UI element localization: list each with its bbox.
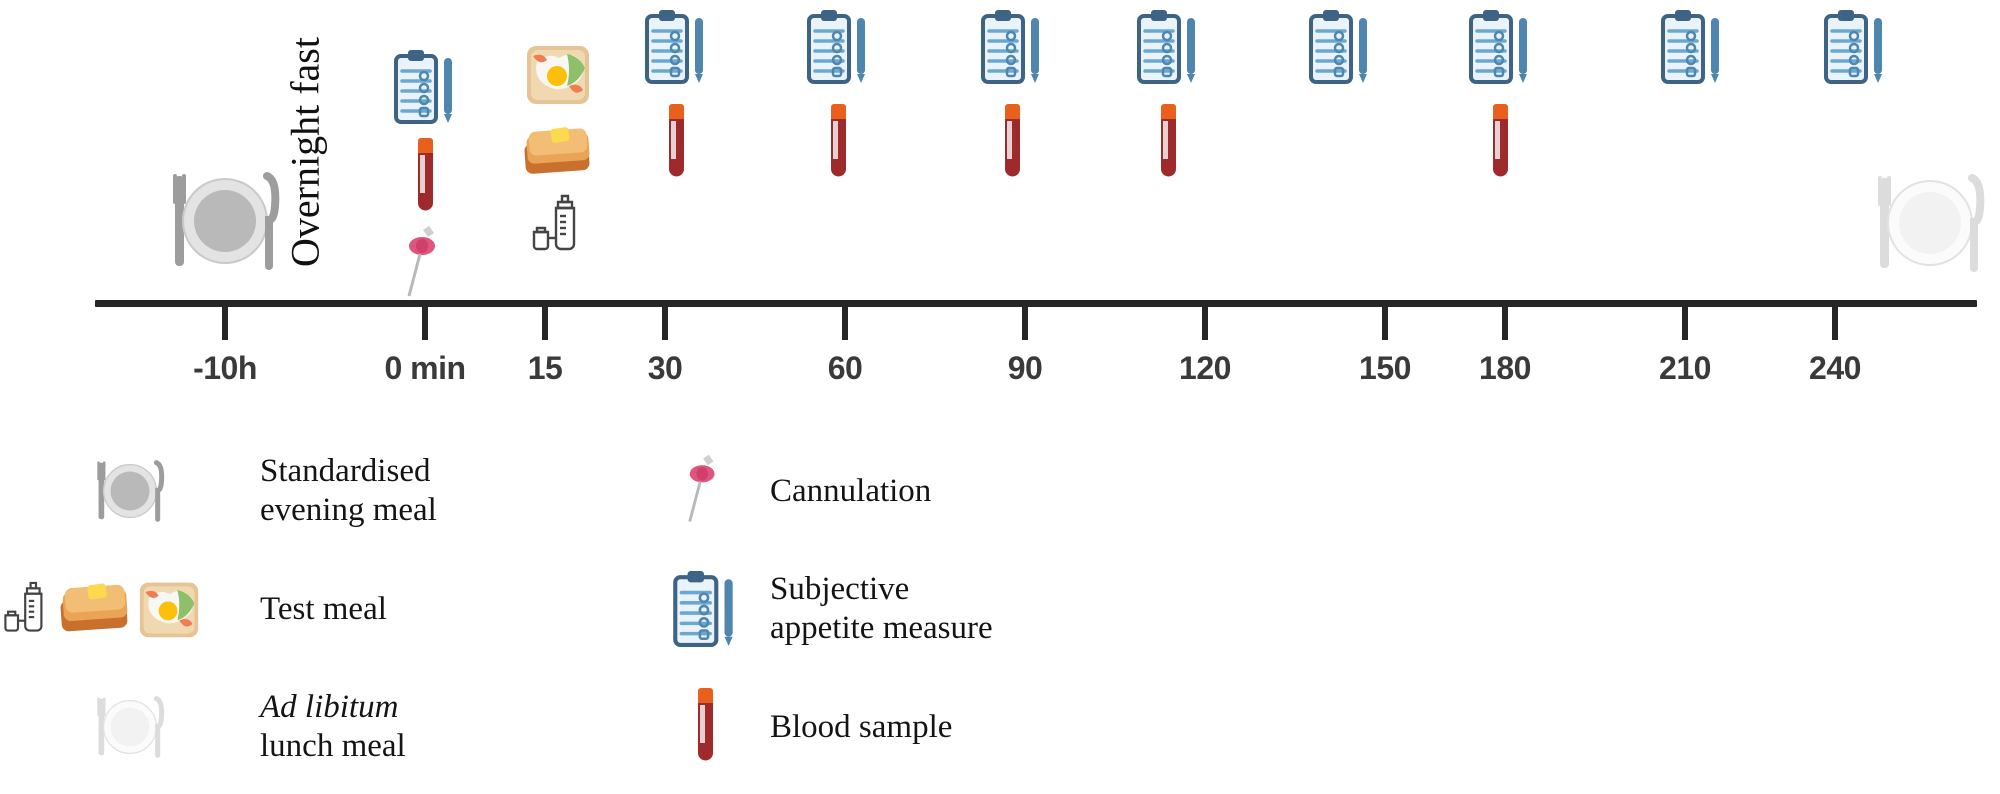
- blood-sample-tube-icon: [1161, 104, 1176, 177]
- blood-sample-tube-icon: [831, 104, 846, 177]
- legend-icon-wrap: [640, 452, 770, 530]
- legend-label-cannulation: Cannulation: [770, 472, 931, 511]
- subjective-appetite-clipboard-icon: [645, 10, 703, 84]
- blood-sample-tube-icon: [1493, 104, 1508, 177]
- legend-label-ad-libitum-lunch-meal: Ad libitum lunch meal: [260, 688, 406, 765]
- timepoint-icons-210: [1661, 8, 1723, 86]
- timepoint-icons-0min: [394, 48, 456, 304]
- subjective-appetite-clipboard-icon: [981, 10, 1039, 84]
- axis-tick-label-120: 120: [1179, 350, 1231, 386]
- test-meal-toast-butter-icon: [60, 583, 128, 632]
- axis-tick-0 min: [422, 305, 428, 340]
- legend-label-line2: appetite measure: [770, 610, 993, 646]
- test-meal-shaker-icon: [532, 194, 576, 251]
- timeline-axis-line: [95, 300, 1977, 307]
- legend-icon-wrap: [640, 569, 770, 649]
- timepoint-icons--10h: [163, 168, 287, 274]
- legend-label-test-meal: Test meal: [260, 590, 387, 629]
- timepoint-icons-ad-libitum: [1868, 170, 1992, 276]
- axis-tick-label-210: 210: [1659, 350, 1711, 386]
- legend-label-line1: Test meal: [260, 590, 387, 627]
- axis-tick-15: [542, 305, 548, 340]
- test-meal-toast-egg-icon: [139, 582, 199, 638]
- axis-tick-240: [1832, 305, 1838, 340]
- legend-icon-wrap: [0, 456, 260, 526]
- test-meal-shaker-icon: [4, 581, 43, 632]
- timepoint-icons-90: [981, 8, 1043, 182]
- legend-label-line1: Cannulation: [770, 472, 932, 509]
- axis-tick-label-240: 240: [1809, 350, 1861, 386]
- subjective-appetite-clipboard-icon: [1137, 10, 1195, 84]
- legend-item-cannulation: Cannulation: [640, 432, 1400, 550]
- legend-item-test-meal: Test meal: [0, 550, 640, 668]
- axis-tick-90: [1022, 305, 1028, 340]
- timepoint-icons-120: [1137, 8, 1199, 182]
- axis-tick-30: [662, 305, 668, 340]
- axis-tick-label-0 min: 0 min: [384, 350, 466, 386]
- legend-item-subjective-appetite-measure: Subjective appetite measure: [640, 550, 1400, 668]
- axis-tick-label-180: 180: [1479, 350, 1531, 386]
- standardised-evening-meal-plate-icon: [97, 460, 165, 522]
- blood-sample-tube-icon: [1005, 104, 1020, 177]
- subjective-appetite-clipboard-icon: [807, 10, 865, 84]
- timeline-area: Overnight fast -10h 0 min 15 30 60 90 120 150 18…: [95, 8, 1992, 386]
- legend-icon-wrap: [0, 692, 260, 762]
- subjective-appetite-clipboard-icon: [1309, 10, 1367, 84]
- axis-tick-label-150: 150: [1359, 350, 1411, 386]
- legend-label-line1-italic: Ad libitum: [260, 689, 399, 726]
- timepoint-icons-240: [1824, 8, 1886, 86]
- axis-tick-180: [1502, 305, 1508, 340]
- legend-label-line1: Blood sample: [770, 708, 953, 745]
- legend: Standardised evening meal: [0, 432, 2000, 794]
- axis-tick-210: [1682, 305, 1688, 340]
- axis-tick-150: [1382, 305, 1388, 340]
- legend-label-line1: Standardised: [260, 453, 431, 490]
- axis-tick-label-15: 15: [527, 350, 563, 386]
- subjective-appetite-clipboard-icon: [1661, 10, 1719, 84]
- subjective-appetite-clipboard-icon: [1469, 10, 1527, 84]
- overnight-fast-text: Overnight fast: [282, 37, 328, 267]
- blood-sample-tube-icon: [418, 138, 433, 211]
- ad-libitum-lunch-plate-icon: [1878, 174, 1985, 272]
- legend-label-line2: lunch meal: [260, 728, 406, 764]
- cannulation-needle-icon: [407, 226, 435, 297]
- timepoint-icons-15: [522, 40, 594, 256]
- legend-icon-wrap: [0, 577, 260, 641]
- timepoint-icons-30: [645, 8, 707, 182]
- standardised-evening-meal-plate-icon: [173, 172, 280, 270]
- timepoint-icons-180: [1469, 8, 1531, 182]
- legend-label-standardised-evening-meal: Standardised evening meal: [260, 452, 437, 529]
- ad-libitum-lunch-plate-icon: [97, 696, 165, 758]
- axis-tick-label-30: 30: [647, 350, 683, 386]
- test-meal-toast-butter-icon: [524, 127, 590, 174]
- legend-label-line1: Subjective: [770, 571, 910, 608]
- axis-tick-label-60: 60: [827, 350, 863, 386]
- subjective-appetite-clipboard-icon: [673, 571, 733, 647]
- legend-column-right: Cannulation: [640, 432, 1400, 786]
- timepoint-icons-60: [807, 8, 869, 182]
- legend-item-ad-libitum-lunch-meal: Ad libitum lunch meal: [0, 668, 640, 786]
- cannulation-needle-icon: [688, 454, 715, 522]
- legend-label-subjective-appetite-measure: Subjective appetite measure: [770, 570, 993, 647]
- legend-label-line2: evening meal: [260, 492, 437, 528]
- axis-tick--10h: [222, 305, 228, 340]
- axis-tick-120: [1202, 305, 1208, 340]
- blood-sample-tube-icon: [698, 688, 713, 761]
- legend-item-blood-sample: Blood sample: [640, 668, 1400, 786]
- axis-tick-label--10h: -10h: [193, 350, 257, 386]
- overnight-fast-label: Overnight fast: [282, 12, 328, 292]
- axis-tick-label-90: 90: [1007, 350, 1043, 386]
- blood-sample-tube-icon: [669, 104, 684, 177]
- axis-tick-60: [842, 305, 848, 340]
- subjective-appetite-clipboard-icon: [1824, 10, 1882, 84]
- timepoint-icons-150: [1309, 8, 1371, 86]
- subjective-appetite-clipboard-icon: [394, 50, 452, 124]
- legend-item-standardised-evening-meal: Standardised evening meal: [0, 432, 640, 550]
- legend-icon-wrap: [640, 687, 770, 767]
- legend-label-blood-sample: Blood sample: [770, 708, 952, 747]
- legend-column-left: Standardised evening meal: [0, 432, 640, 786]
- test-meal-toast-egg-icon: [527, 46, 589, 104]
